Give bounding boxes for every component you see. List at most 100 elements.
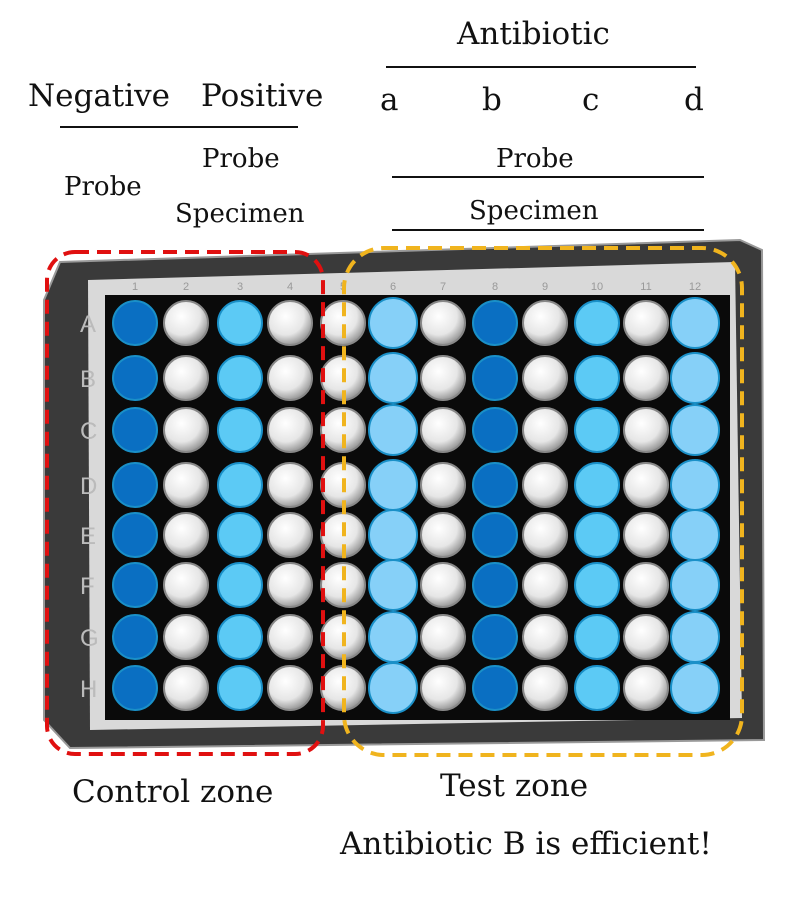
well-C12 (670, 404, 720, 456)
well-C6 (368, 404, 418, 456)
negative-label: Negative (28, 78, 171, 114)
well-A6 (368, 297, 418, 349)
column-label: 7 (440, 281, 446, 293)
well-E12 (670, 509, 720, 561)
positive-probe-label: Probe (202, 144, 280, 174)
plate-well-area (105, 295, 730, 720)
well-H1 (112, 665, 158, 711)
well-G10 (574, 614, 620, 660)
test-probe-label: Probe (496, 144, 574, 174)
well-D7 (420, 462, 466, 508)
well-H3 (217, 665, 263, 711)
column-label: 1 (132, 281, 138, 293)
row-label: H (80, 676, 97, 703)
well-F7 (420, 562, 466, 608)
well-A9 (522, 300, 568, 346)
test-zone-outline (342, 246, 744, 757)
column-label: 10 (591, 281, 603, 293)
antibiotic-b-label: b (482, 82, 502, 118)
well-D1 (112, 462, 158, 508)
well-B8 (472, 355, 518, 401)
well-A7 (420, 300, 466, 346)
well-F1 (112, 562, 158, 608)
conclusion-text: Antibiotic B is efficient! (340, 826, 712, 862)
well-H10 (574, 665, 620, 711)
well-G4 (267, 614, 313, 660)
well-B11 (623, 355, 669, 401)
well-B6 (368, 352, 418, 404)
well-B2 (163, 355, 209, 401)
well-H6 (368, 662, 418, 714)
well-H12 (670, 662, 720, 714)
well-F10 (574, 562, 620, 608)
well-C11 (623, 407, 669, 453)
well-H8 (472, 665, 518, 711)
well-E6 (368, 509, 418, 561)
well-B3 (217, 355, 263, 401)
row-label: F (80, 573, 95, 600)
specimen-divider (392, 229, 704, 231)
column-label: 4 (287, 281, 293, 293)
well-C1 (112, 407, 158, 453)
positive-label: Positive (201, 78, 324, 114)
well-G6 (368, 611, 418, 663)
antibiotic-heading: Antibiotic (457, 16, 610, 52)
well-D2 (163, 462, 209, 508)
well-A2 (163, 300, 209, 346)
column-label: 11 (640, 281, 651, 293)
row-label: G (80, 625, 99, 652)
well-F5 (320, 562, 366, 608)
well-C7 (420, 407, 466, 453)
well-H4 (267, 665, 313, 711)
test-zone-label: Test zone (440, 768, 589, 804)
well-E3 (217, 512, 263, 558)
well-F12 (670, 559, 720, 611)
well-G1 (112, 614, 158, 660)
control-divider (60, 126, 298, 128)
well-D9 (522, 462, 568, 508)
well-H11 (623, 665, 669, 711)
column-label: 6 (390, 281, 396, 293)
well-F2 (163, 562, 209, 608)
well-D3 (217, 462, 263, 508)
well-D11 (623, 462, 669, 508)
well-E11 (623, 512, 669, 558)
well-C10 (574, 407, 620, 453)
test-specimen-label: Specimen (469, 196, 599, 226)
well-E2 (163, 512, 209, 558)
column-label: 8 (492, 281, 498, 293)
well-B9 (522, 355, 568, 401)
well-E1 (112, 512, 158, 558)
antibiotic-divider (386, 66, 696, 68)
well-G12 (670, 611, 720, 663)
well-G8 (472, 614, 518, 660)
well-H9 (522, 665, 568, 711)
well-H7 (420, 665, 466, 711)
row-label: D (80, 473, 97, 500)
well-C8 (472, 407, 518, 453)
well-D8 (472, 462, 518, 508)
well-E7 (420, 512, 466, 558)
well-G7 (420, 614, 466, 660)
well-B10 (574, 355, 620, 401)
row-label: E (80, 523, 96, 550)
well-G3 (217, 614, 263, 660)
well-B12 (670, 352, 720, 404)
well-D4 (267, 462, 313, 508)
well-F6 (368, 559, 418, 611)
well-C4 (267, 407, 313, 453)
row-label: C (80, 418, 97, 445)
row-label: B (80, 366, 96, 393)
well-A1 (112, 300, 158, 346)
row-label: A (80, 311, 96, 338)
well-F3 (217, 562, 263, 608)
well-C5 (320, 407, 366, 453)
well-A12 (670, 297, 720, 349)
well-D10 (574, 462, 620, 508)
control-zone-label: Control zone (72, 774, 274, 810)
well-E4 (267, 512, 313, 558)
well-C3 (217, 407, 263, 453)
well-H2 (163, 665, 209, 711)
well-A8 (472, 300, 518, 346)
